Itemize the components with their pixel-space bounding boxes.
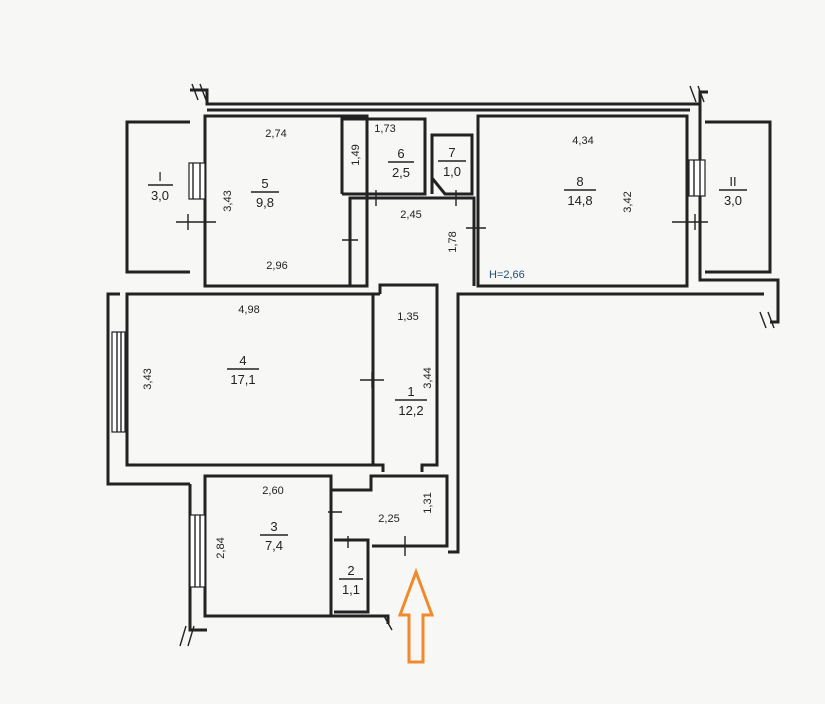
room-number-I: I — [158, 169, 162, 184]
room-number-3: 3 — [270, 519, 277, 534]
stair-top-wall — [456, 292, 764, 296]
room-number-2: 2 — [347, 563, 354, 578]
windows — [111, 159, 706, 588]
window-room-4 — [111, 331, 126, 433]
door-room-4 — [360, 372, 384, 388]
room-area-I: 3,0 — [151, 188, 169, 203]
dim-corr-depth: 1,78 — [447, 231, 459, 252]
dim-hall-width: 1,35 — [397, 311, 418, 323]
room-number-7: 7 — [448, 145, 455, 160]
dim-r5-top: 2,74 — [265, 128, 286, 140]
dim-r5-bottom: 2,96 — [266, 260, 287, 272]
arrow-up-icon — [397, 567, 435, 664]
room-area-4: 17,1 — [230, 372, 255, 387]
room-7-walls — [430, 133, 474, 196]
hall-right-wall — [420, 296, 439, 472]
dim-r3-side: 2,84 — [215, 537, 227, 558]
break-mark-top-left — [191, 83, 207, 101]
room-number-8: 8 — [576, 174, 583, 189]
window-balcony-2 — [688, 159, 706, 197]
dim-entry-depth: 1,31 — [422, 492, 434, 513]
dim-r3-top: 2,60 — [262, 485, 283, 497]
break-mark-right — [759, 311, 775, 329]
door-balcony-1 — [176, 214, 216, 230]
room-area-1: 12,2 — [398, 403, 423, 418]
room-area-6: 2,5 — [392, 165, 410, 180]
bottom-wall — [207, 614, 390, 624]
room-6-walls — [340, 117, 427, 196]
left-outer-wall — [106, 292, 190, 486]
dim-r6-side: 1,49 — [350, 144, 362, 165]
dim-r8-top: 4,34 — [572, 135, 593, 147]
room-number-1: 1 — [407, 384, 414, 399]
dim-r4-side: 3,43 — [142, 368, 154, 389]
room-area-II: 3,0 — [724, 193, 742, 208]
dim-entry-width: 2,25 — [378, 513, 399, 525]
room-area-5: 9,8 — [256, 195, 274, 210]
break-mark-bottom — [383, 615, 393, 631]
hall-left-wall — [371, 294, 385, 472]
window-room-3 — [189, 514, 206, 588]
door-room-3 — [328, 504, 342, 520]
room-area-8: 14,8 — [567, 193, 592, 208]
dim-r5-side: 3,43 — [222, 190, 234, 211]
door-marks — [176, 190, 708, 556]
break-mark-bottom-left — [179, 625, 195, 647]
stair-left-wall — [448, 296, 460, 554]
dim-corr-width: 2,45 — [400, 209, 421, 221]
room-number-II: II — [729, 174, 736, 189]
dim-r4-top: 4,98 — [238, 304, 259, 316]
break-mark-top-right — [689, 85, 705, 103]
room-number-5: 5 — [261, 176, 268, 191]
door-room-5 — [342, 232, 358, 248]
room-number-6: 6 — [397, 146, 404, 161]
entry-walls — [331, 474, 449, 548]
room-5-walls — [203, 114, 369, 288]
room-4-walls — [125, 292, 380, 467]
room-area-3: 7,4 — [265, 538, 283, 553]
top-outer-wall — [190, 88, 708, 106]
room-number-4: 4 — [239, 353, 246, 368]
room-2-walls — [334, 538, 370, 614]
dim-r6-top: 1,73 — [374, 123, 395, 135]
right-outer-wall — [698, 104, 780, 324]
window-balcony-1 — [188, 162, 206, 200]
dim-hall-length: 3,44 — [422, 367, 434, 388]
room-area-7: 1,0 — [443, 164, 461, 179]
room-area-2: 1,1 — [342, 582, 360, 597]
balcony-1-outline — [125, 120, 190, 274]
ceiling-height-label: H=2,66 — [489, 269, 525, 281]
door-room-8 — [466, 220, 486, 236]
balcony-2-outline — [705, 120, 772, 274]
hall-top-wall — [378, 283, 439, 296]
door-balcony-2 — [672, 214, 708, 230]
room-8-walls — [476, 114, 689, 288]
dimension-labels: 2,74 3,43 2,96 1,73 1,49 2,45 1,78 4,34 … — [142, 123, 634, 559]
dim-r8-side: 3,42 — [622, 191, 634, 212]
room-labels: I 3,0 5 9,8 6 2,5 7 1,0 8 14,8 II 3,0 4 … — [148, 145, 747, 597]
